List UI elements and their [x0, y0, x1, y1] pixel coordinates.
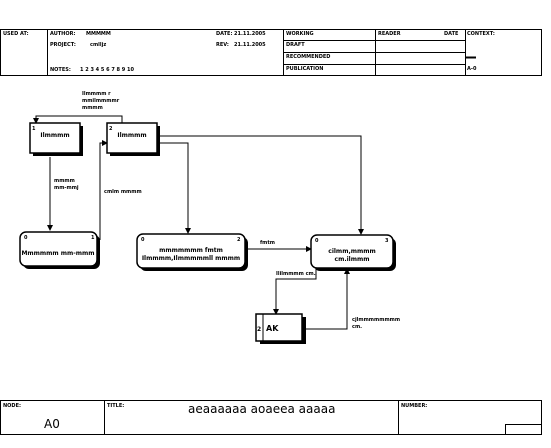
label-top-2: mmilmmmmr — [82, 98, 120, 104]
node-value: A0 — [44, 417, 60, 431]
arrow-box2-to-right — [158, 135, 364, 235]
footer-text: NODE: A0 TITLE: aeaaaaaa aoaeea aaaaa NU… — [3, 402, 427, 431]
box-1-number: 1 — [32, 126, 36, 132]
box-a3-label-1: cilmm,mmmm — [328, 248, 375, 255]
box-a1-label: Mmmmmm mm-mmm — [21, 250, 94, 257]
title-label: TITLE: — [107, 403, 124, 409]
status-working: WORKING — [286, 31, 314, 37]
diagram-title: aeaaaaaa aoaeea aaaaa — [188, 402, 335, 416]
rev-label: REV: — [216, 42, 229, 48]
label-left-2: mm-mmj — [54, 185, 79, 191]
number-label: NUMBER: — [401, 403, 427, 409]
box-a2-label-1: mmmmmmm fmtm — [159, 247, 223, 254]
context-label: CONTEXT: — [467, 31, 495, 37]
arrow-box2-to-mid — [158, 142, 191, 234]
date-label: DATE: — [216, 31, 232, 37]
box-2-label: Ilmmmm — [117, 132, 146, 139]
label-left-1: mmmm — [54, 178, 75, 184]
reader-date-label: DATE — [444, 31, 459, 37]
box-a2-number: 0 — [141, 237, 145, 243]
header-frame — [0, 29, 542, 76]
box-a1-number-right: 1 — [91, 235, 95, 241]
footer-frame — [0, 400, 542, 435]
process-box-2[interactable]: 2 Ilmmmm — [106, 122, 160, 156]
context-node: A-0 — [467, 66, 477, 72]
label-ds-out: Ililmmmm cm. — [276, 271, 316, 277]
notes-label: NOTES: — [50, 67, 71, 73]
label-mid: cmlm mmmm — [104, 189, 142, 195]
arrow-labels: Ilmmmm r mmilmmmmr mmmm mmmm mm-mmj cmlm… — [54, 91, 400, 330]
box-1-label: Ilmmmm — [40, 132, 69, 139]
arrow-to-datastore — [273, 266, 317, 315]
label-right: fmtm — [260, 240, 275, 246]
process-box-a1[interactable]: 0 1 Mmmmmm mm-mmm — [19, 231, 100, 269]
used-at-label: USED AT: — [3, 31, 29, 37]
data-store-number: 2 — [257, 326, 261, 333]
process-box-1[interactable]: 1 Ilmmmm — [29, 122, 83, 156]
notes-value: 1 2 3 4 5 6 7 8 9 10 — [80, 67, 134, 73]
author-value: MMMMM — [86, 31, 111, 37]
author-label: AUTHOR: — [50, 31, 75, 37]
arrow-to-box2 — [99, 140, 108, 240]
box-a3-number-right: 3 — [385, 238, 389, 244]
status-publication: PUBLICATION — [286, 66, 323, 72]
box-a2-label-2: Ilmmmm,Ilmmmmmll mmmm — [142, 255, 240, 262]
arrows — [33, 115, 364, 330]
data-store-ak[interactable]: 2 AK — [255, 313, 306, 344]
project-value: cmlljz — [90, 42, 106, 48]
date-value: 21.11.2005 — [234, 31, 266, 37]
label-top-3: mmmm — [82, 105, 103, 111]
arrow-from-datastore — [303, 268, 350, 330]
label-ds-in-1: cjlmmmmmmmm — [352, 317, 400, 323]
arrow-feedback — [33, 115, 123, 124]
reader-label: READER — [378, 31, 401, 37]
box-a1-number: 0 — [24, 235, 28, 241]
label-ds-in-2: cm. — [352, 324, 362, 330]
header-text: USED AT: AUTHOR: MMMMM PROJECT: cmlljz N… — [3, 31, 495, 73]
rev-value: 21.11.2005 — [234, 42, 266, 48]
status-recommended: RECOMMENDED — [286, 54, 330, 60]
data-store-label: AK — [266, 324, 279, 333]
box-a2-number-right: 2 — [237, 237, 241, 243]
process-box-a3[interactable]: 0 3 cilmm,mmmm cm.ilmmm — [310, 234, 396, 271]
box-2-number: 2 — [109, 126, 113, 132]
box-a3-label-2: cm.ilmmm — [335, 256, 370, 263]
node-label: NODE: — [3, 403, 21, 409]
process-box-a2[interactable]: 0 2 mmmmmmm fmtm Ilmmmm,Ilmmmmmll mmmm — [136, 233, 248, 271]
box-a3-number: 0 — [315, 238, 319, 244]
label-top-1: Ilmmmm r — [82, 91, 111, 97]
project-label: PROJECT: — [50, 42, 76, 48]
status-draft: DRAFT — [286, 42, 305, 48]
